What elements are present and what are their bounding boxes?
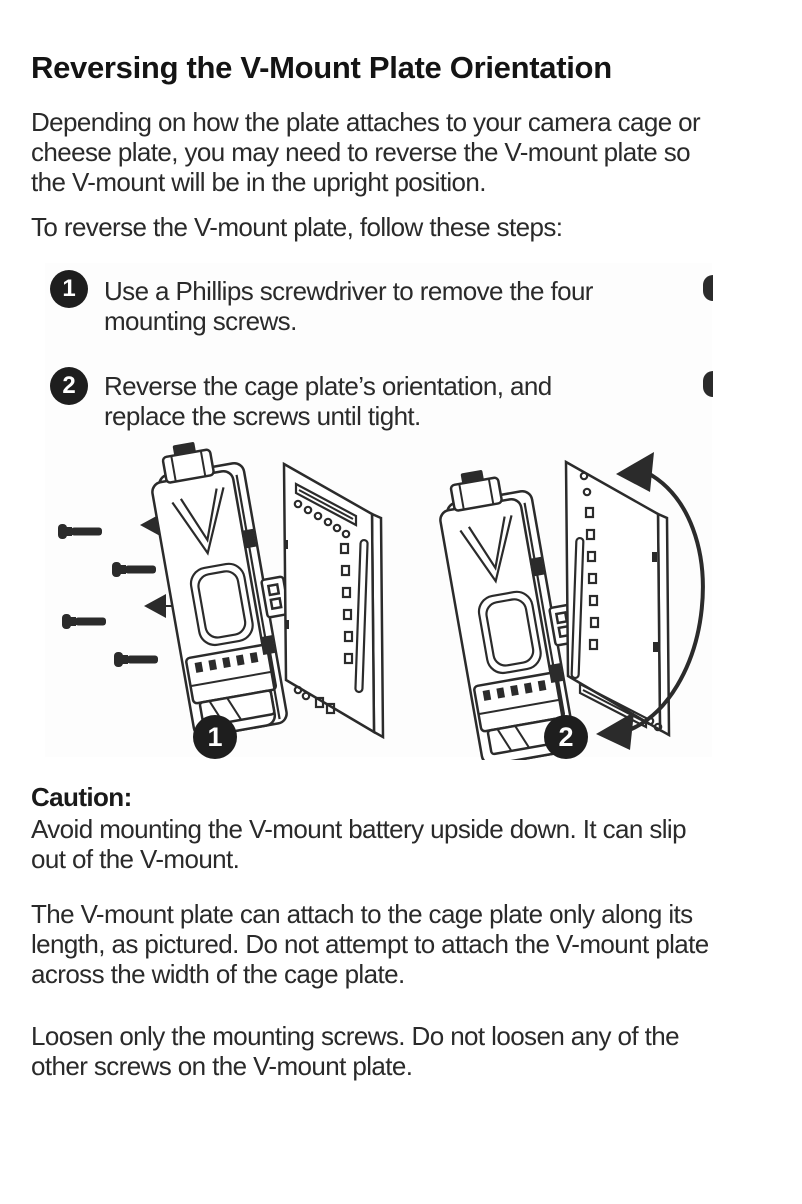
text-line: out of the V-mount. [31, 844, 240, 874]
text-line: across the width of the cage plate. [31, 959, 405, 989]
text-line: Depending on how the plate attaches to y… [31, 107, 701, 137]
step-2-text: Reverse the cage plate’s orientation, an… [104, 371, 552, 431]
caution-paragraph: Avoid mounting the V-mount battery upsid… [31, 814, 687, 874]
figure-label-1: 1 [193, 715, 237, 759]
attach-paragraph: The V-mount plate can attach to the cage… [31, 899, 709, 989]
steps-lead-text: To reverse the V-mount plate, follow the… [31, 212, 563, 242]
cage-plate-drawing-step1 [282, 461, 385, 740]
text-line: cheese plate, you may need to reverse th… [31, 137, 691, 167]
text-line: Avoid mounting the V-mount battery upsid… [31, 814, 687, 844]
figure-label-2: 2 [544, 715, 588, 759]
text-line: Reverse the cage plate’s orientation, an… [104, 371, 552, 401]
text-line: Loosen only the mounting screws. Do not … [31, 1021, 680, 1051]
text-line: mounting screws. [104, 306, 297, 336]
step-1-text: Use a Phillips screwdriver to remove the… [104, 276, 593, 336]
cage-plate-drawing-step2 [564, 459, 671, 738]
page-title: Reversing the V-Mount Plate Orientation [31, 50, 612, 85]
clipped-step-badge [703, 275, 713, 301]
text-line: the V-mount will be in the upright posit… [31, 167, 486, 197]
step-2-badge: 2 [50, 367, 88, 405]
caution-heading: Caution: [31, 782, 132, 812]
text-line: other screws on the V-mount plate. [31, 1051, 413, 1081]
step-1-badge: 1 [50, 270, 88, 308]
text-line: The V-mount plate can attach to the cage… [31, 899, 693, 929]
intro-paragraph: Depending on how the plate attaches to y… [31, 107, 701, 197]
text-line: Use a Phillips screwdriver to remove the… [104, 276, 593, 306]
text-line: length, as pictured. Do not attempt to a… [31, 929, 709, 959]
rotation-arrow-icon [596, 452, 705, 750]
clipped-step-badge [703, 371, 713, 397]
vmount-reverse-figure [58, 442, 705, 760]
mounting-screws-icon [58, 524, 158, 667]
loosen-paragraph: Loosen only the mounting screws. Do not … [31, 1021, 680, 1081]
text-line: replace the screws until tight. [104, 401, 421, 431]
